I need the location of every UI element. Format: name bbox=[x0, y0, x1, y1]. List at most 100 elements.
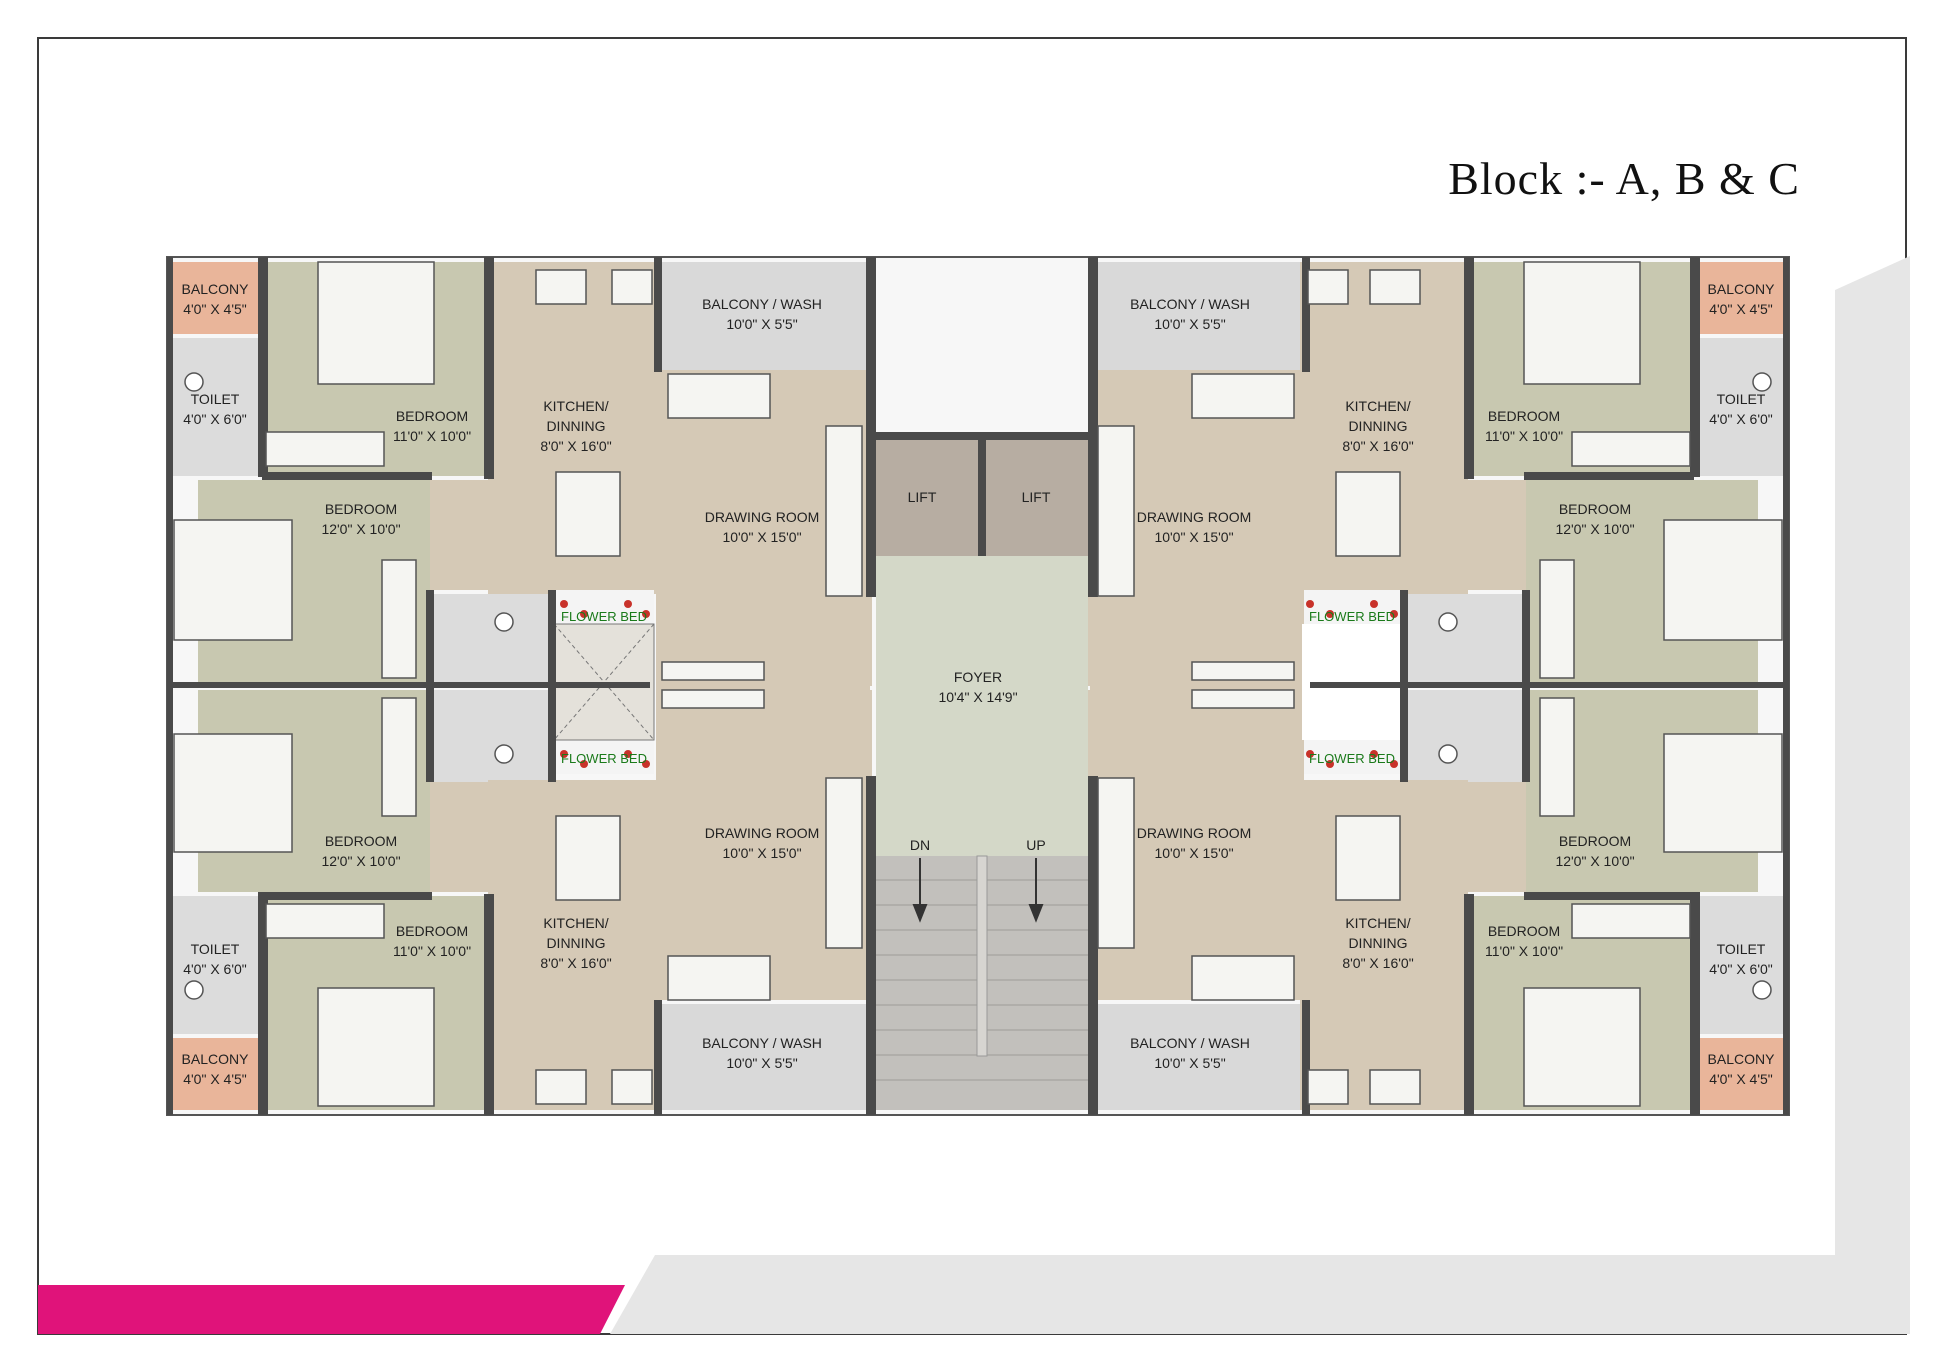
wc-icon bbox=[184, 372, 204, 392]
sofa-icon bbox=[667, 373, 771, 419]
foyer-area bbox=[876, 556, 1088, 856]
wc-icon bbox=[494, 744, 514, 764]
stair-divider bbox=[976, 855, 988, 1057]
drawing-label: DRAWING ROOM bbox=[1137, 509, 1252, 525]
sofa-icon bbox=[1191, 955, 1295, 1001]
door-icon bbox=[1191, 661, 1295, 681]
wardrobe-icon bbox=[1539, 697, 1575, 817]
bed-icon bbox=[173, 733, 293, 853]
stair-arrows bbox=[912, 858, 1044, 923]
bed-icon bbox=[1523, 987, 1641, 1107]
corridor-top-left bbox=[430, 480, 656, 590]
sofa-icon bbox=[1097, 425, 1135, 597]
dining-table-icon bbox=[555, 471, 621, 557]
sink-icon bbox=[1307, 1069, 1349, 1105]
toilet-label: TOILET bbox=[1717, 941, 1766, 957]
kitchen-label-2: DINNING bbox=[546, 935, 605, 951]
balcony-wash-label: BALCONY / WASH bbox=[702, 296, 822, 312]
wardrobe-icon bbox=[1539, 559, 1575, 679]
kitchen-label-2: DINNING bbox=[546, 418, 605, 434]
accent-stripe bbox=[38, 1285, 625, 1334]
wardrobe-icon bbox=[1571, 431, 1691, 467]
bedroom-label: BEDROOM bbox=[1559, 833, 1631, 849]
room-labels: BALCONY 4'0" X 4'5" TOILET 4'0" X 6'0" B… bbox=[182, 281, 1776, 1087]
wc-bottom-right bbox=[1406, 690, 1526, 782]
flower-bed-label: FLOWER BED bbox=[1309, 609, 1395, 624]
bed-icon bbox=[317, 987, 435, 1107]
toilet-top-left bbox=[172, 338, 258, 476]
sink-icon bbox=[1307, 269, 1349, 305]
wardrobe-icon bbox=[381, 697, 417, 817]
sink-icon bbox=[611, 1069, 653, 1105]
toilet-dim: 4'0" X 6'0" bbox=[183, 961, 247, 977]
foyer-label: FOYER bbox=[954, 669, 1002, 685]
bedroom-dim: 12'0" X 10'0" bbox=[1555, 853, 1634, 869]
drawing-dim: 10'0" X 15'0" bbox=[722, 529, 801, 545]
balcony-dim: 4'0" X 4'5" bbox=[183, 1071, 247, 1087]
bedroom-dim: 12'0" X 10'0" bbox=[321, 853, 400, 869]
flowerbed-top-left bbox=[554, 590, 654, 624]
balcony-top-right bbox=[1698, 262, 1784, 334]
balcony-wash-dim: 10'0" X 5'5" bbox=[1154, 1055, 1225, 1071]
wardrobe-icon bbox=[265, 431, 385, 467]
kitchen-label: KITCHEN/ bbox=[543, 915, 608, 931]
balcony-wash-bottom-left bbox=[660, 1004, 870, 1110]
bedroom-label: BEDROOM bbox=[396, 408, 468, 424]
door-icon bbox=[1191, 689, 1295, 709]
bedroom-label: BEDROOM bbox=[325, 833, 397, 849]
toilet-dim: 4'0" X 6'0" bbox=[183, 411, 247, 427]
toilet-label: TOILET bbox=[191, 391, 240, 407]
wc-top-right bbox=[1406, 594, 1526, 686]
drawing-label: DRAWING ROOM bbox=[705, 825, 820, 841]
flower-bed-label: FLOWER BED bbox=[561, 751, 647, 766]
bedroom-dim: 11'0" X 10'0" bbox=[393, 943, 471, 959]
toilet-dim: 4'0" X 6'0" bbox=[1709, 961, 1773, 977]
balcony-wash-label: BALCONY / WASH bbox=[1130, 1035, 1250, 1051]
sofa-icon bbox=[667, 955, 771, 1001]
balcony-bottom-left bbox=[172, 1038, 258, 1110]
bed-icon bbox=[1523, 261, 1641, 385]
wc-icon bbox=[1438, 612, 1458, 632]
balcony-wash-label: BALCONY / WASH bbox=[702, 1035, 822, 1051]
dining-table-icon bbox=[1335, 815, 1401, 901]
wardrobe-icon bbox=[1571, 903, 1691, 939]
bedroom-dim: 12'0" X 10'0" bbox=[1555, 521, 1634, 537]
sofa-icon bbox=[825, 777, 863, 949]
bedroom-label: BEDROOM bbox=[396, 923, 468, 939]
block-title: Block :- A, B & C bbox=[1448, 153, 1800, 204]
bedroom-dim: 11'0" X 10'0" bbox=[1485, 428, 1563, 444]
balcony-wash-dim: 10'0" X 5'5" bbox=[726, 316, 797, 332]
door-icon bbox=[661, 689, 765, 709]
toilet-fixtures bbox=[184, 372, 1772, 1000]
bed-icon bbox=[1663, 733, 1783, 853]
stair-up-label: UP bbox=[1026, 837, 1045, 853]
kitchen-dim: 8'0" X 16'0" bbox=[540, 438, 611, 454]
wc-bottom-left bbox=[430, 690, 550, 782]
flowerbed-top-right bbox=[1302, 590, 1402, 624]
lift-label: LIFT bbox=[1022, 489, 1051, 505]
kitchen-label: KITCHEN/ bbox=[543, 398, 608, 414]
lift-right bbox=[984, 438, 1088, 556]
bedroom-dim: 11'0" X 10'0" bbox=[1485, 943, 1563, 959]
bed-icon bbox=[173, 519, 293, 641]
toilet-bottom-left bbox=[172, 896, 258, 1034]
kitchen-dim: 8'0" X 16'0" bbox=[540, 955, 611, 971]
kitchen-label-2: DINNING bbox=[1348, 418, 1407, 434]
lift-label: LIFT bbox=[908, 489, 937, 505]
bedroom-dim: 11'0" X 10'0" bbox=[393, 428, 471, 444]
wardrobe-icon bbox=[265, 903, 385, 939]
flowerbed-bottom-right bbox=[1302, 740, 1402, 774]
wc-icon bbox=[1752, 372, 1772, 392]
kitchen-label: KITCHEN/ bbox=[1345, 398, 1410, 414]
core bbox=[876, 438, 1088, 1110]
balcony-wash-label: BALCONY / WASH bbox=[1130, 296, 1250, 312]
wc-icon bbox=[1438, 744, 1458, 764]
flowerbed-bottom-left bbox=[554, 740, 654, 774]
flower-dots bbox=[560, 600, 1398, 768]
bedroom-label: BEDROOM bbox=[1488, 923, 1560, 939]
balcony-dim: 4'0" X 4'5" bbox=[183, 301, 247, 317]
drawing-label: DRAWING ROOM bbox=[705, 509, 820, 525]
balcony-top-left bbox=[172, 262, 258, 334]
foyer-dim: 10'4" X 14'9" bbox=[938, 689, 1017, 705]
stove-icon bbox=[1369, 1069, 1421, 1105]
